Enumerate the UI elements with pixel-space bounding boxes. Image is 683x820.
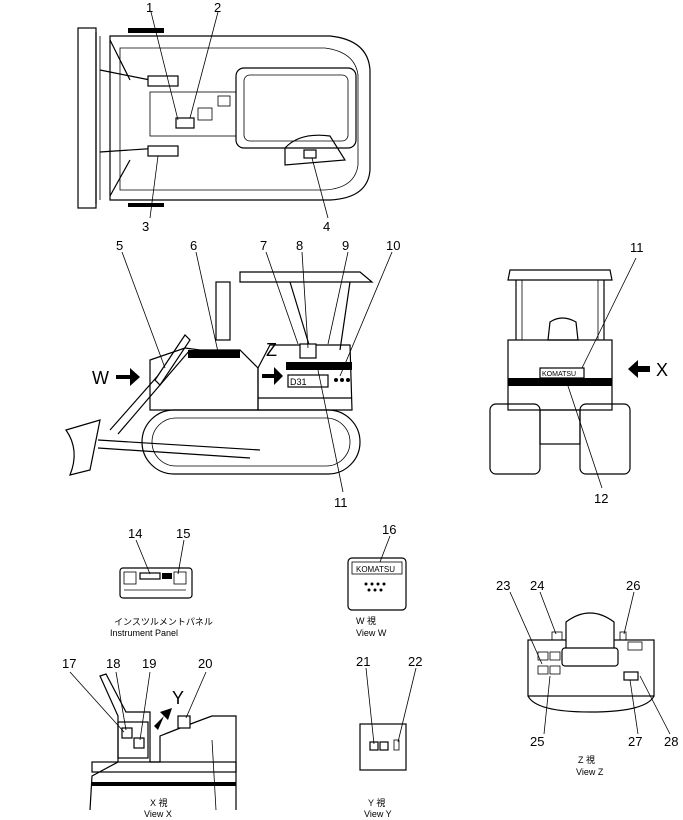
caption-w-en: View W — [356, 628, 387, 638]
komatsu-plate: KOMATSU — [356, 565, 395, 574]
callout-4: 4 — [323, 219, 330, 234]
view-y-drawing — [359, 723, 407, 771]
model-badge: D31 — [290, 377, 307, 387]
callout-20: 20 — [198, 656, 212, 671]
callout-8: 8 — [296, 238, 303, 253]
view-letter-x: X — [656, 360, 668, 380]
callout-7: 7 — [260, 238, 267, 253]
komatsu-badge: KOMATSU — [542, 371, 576, 378]
caption-y-en: View Y — [364, 809, 392, 819]
caption-z-en: View Z — [576, 767, 604, 777]
view-x-drawing — [89, 673, 237, 811]
caption-instrument-jp: インスツルメントパネル — [114, 617, 213, 627]
callout-11-rear: 12 — [594, 491, 608, 506]
callout-3: 3 — [142, 219, 149, 234]
callout-19: 19 — [142, 656, 156, 671]
top-view-drawing — [77, 27, 371, 209]
callout-2: 2 — [214, 0, 221, 15]
caption-x-jp: X 視 — [150, 797, 168, 808]
callout-11-side: 11 — [334, 495, 348, 510]
callout-10: 10 — [386, 238, 400, 253]
caption-y-jp: Y 視 — [368, 797, 385, 808]
side-view-drawing: D31 — [65, 271, 374, 476]
callout-26: 26 — [626, 578, 640, 593]
view-w-drawing: KOMATSU — [347, 557, 407, 611]
instrument-panel-drawing — [119, 567, 193, 599]
callout-22: 22 — [408, 654, 422, 669]
callout-1: 1 — [146, 0, 153, 15]
view-z-drawing — [527, 612, 655, 713]
callout-17: 17 — [62, 656, 76, 671]
callout-28: 28 — [664, 734, 678, 749]
callout-15: 15 — [176, 526, 190, 541]
rear-view-drawing: KOMATSU — [489, 269, 631, 475]
caption-w-jp: W 視 — [356, 615, 376, 626]
callout-24: 24 — [530, 578, 544, 593]
callout-27: 27 — [628, 734, 642, 749]
callout-18: 18 — [106, 656, 120, 671]
callout-6: 6 — [190, 238, 197, 253]
view-letter-w: W — [92, 368, 109, 388]
callout-21: 21 — [356, 654, 370, 669]
view-letter-z: Z — [266, 340, 277, 360]
callout-14: 14 — [128, 526, 142, 541]
caption-instrument-en: Instrument Panel — [110, 628, 178, 638]
callout-9: 9 — [342, 238, 349, 253]
callout-5: 5 — [116, 238, 123, 253]
callout-23: 23 — [496, 578, 510, 593]
callout-12: 11 — [630, 240, 644, 255]
callout-25: 25 — [530, 734, 544, 749]
caption-z-jp: Z 視 — [578, 754, 595, 765]
view-letter-y: Y — [172, 688, 184, 708]
caption-x-en: View X — [144, 809, 172, 819]
callout-16: 16 — [382, 522, 396, 537]
